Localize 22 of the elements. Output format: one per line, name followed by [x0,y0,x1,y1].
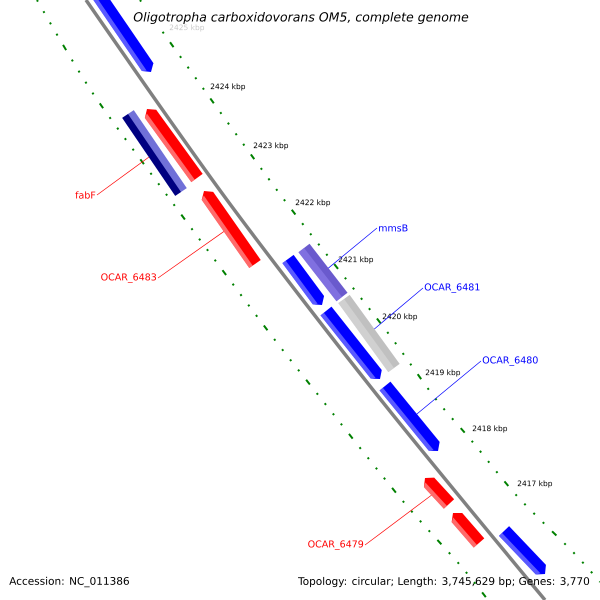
leader-line [364,494,432,546]
gene-feature [498,526,546,574]
gene-label: OCAR_6479 [308,540,364,550]
footer-text: Topology: circular; Length: 3,745,629 bp; Genes: 3,770 [298,576,590,588]
gene-feature [380,382,440,451]
gene-feature [282,254,324,305]
leader-line [328,228,378,268]
gene-label: OCAR_6483 [101,273,156,283]
gene-feature [202,191,261,268]
gene-label: OCAR_6481 [424,283,480,293]
leader-line [158,231,224,278]
gene-label: OCAR_6480 [482,356,538,366]
gene-label: fabF [75,191,96,199]
leader-line [374,288,424,330]
gene-feature [320,306,382,379]
gene-feature [122,110,187,196]
footer-text: Accession: NC_011386 [9,576,129,588]
gene-feature [424,478,454,509]
gene-label: mmsB [379,224,408,232]
leader-line [416,360,482,414]
gene-feature [452,512,484,548]
leader-line [96,156,150,196]
